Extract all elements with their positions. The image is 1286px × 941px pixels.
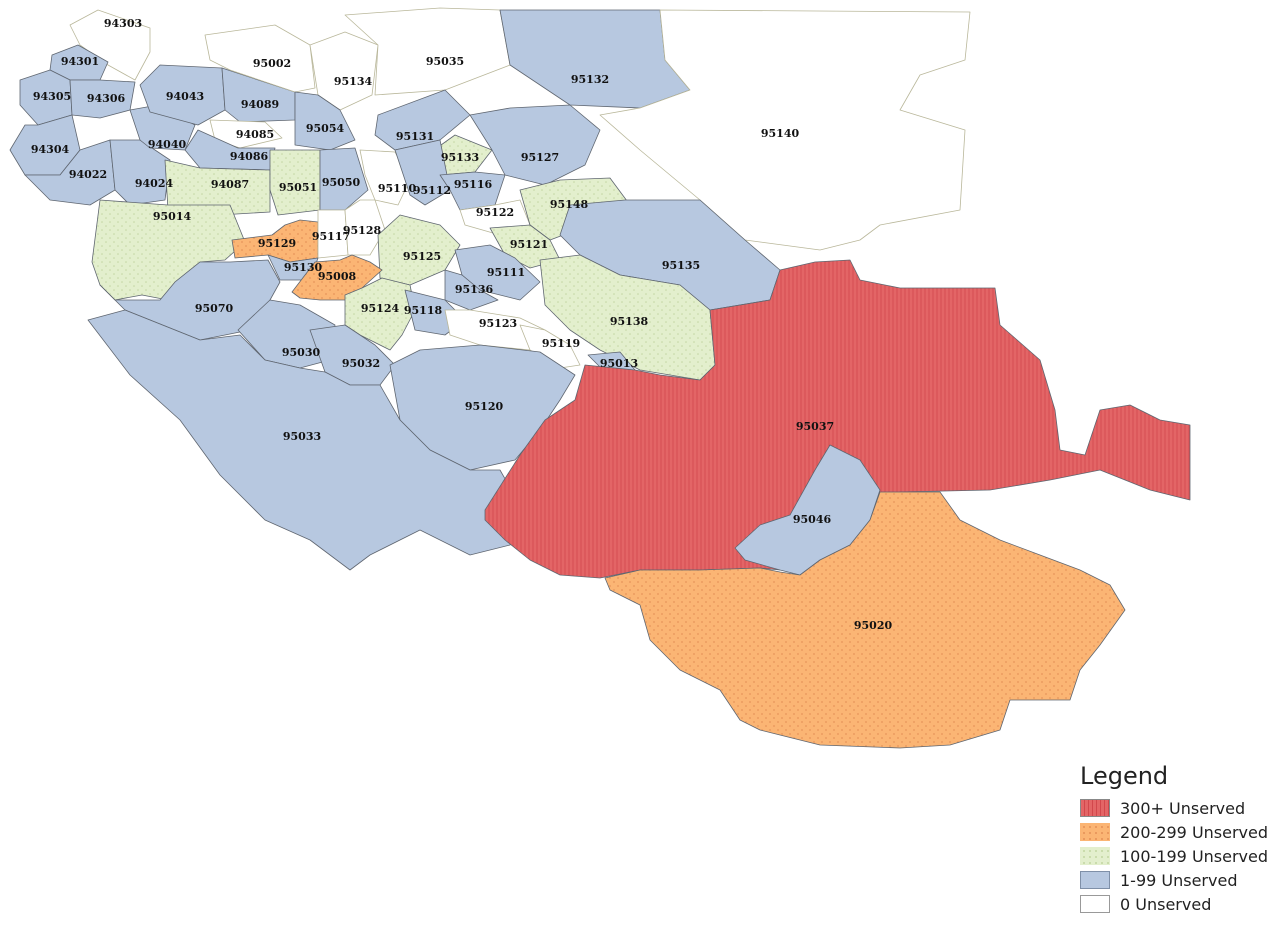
zip-region-95033 — [87, 309, 521, 571]
zip-label-95120: 95120 — [465, 400, 504, 413]
zip-label-95130: 95130 — [284, 261, 323, 274]
zip-region-95054 — [294, 91, 356, 151]
zip-label-95032: 95032 — [342, 357, 380, 370]
zip-label-95125: 95125 — [403, 250, 441, 263]
zip-label-95128: 95128 — [343, 224, 382, 237]
zip-region-95020 — [604, 491, 1126, 749]
zip-labels: 94303 94301 94305 94306 94304 94022 94024 94040… — [31, 17, 893, 632]
zip-label-95116: 95116 — [454, 178, 493, 191]
zip-label-94089: 94089 — [241, 98, 279, 111]
zip-label-95035: 95035 — [426, 55, 464, 68]
zip-label-95002: 95002 — [253, 57, 291, 70]
zip-region-95112 — [394, 139, 451, 206]
legend-label-200-299: 200-299 Unserved — [1120, 822, 1269, 842]
legend-label-100-199: 100-199 Unserved — [1120, 846, 1269, 866]
zip-label-94087: 94087 — [211, 178, 249, 191]
zip-region-95140 — [599, 9, 971, 251]
zip-label-94305: 94305 — [33, 90, 71, 103]
zip-label-94040: 94040 — [148, 138, 187, 151]
zip-label-94024: 94024 — [135, 177, 174, 190]
zip-label-94306: 94306 — [87, 92, 126, 105]
zip-region-95110 — [359, 149, 411, 206]
zip-label-95138: 95138 — [610, 315, 649, 328]
zip-label-94303: 94303 — [104, 17, 142, 30]
legend-item-1-99: 1-99 Unserved — [1080, 868, 1268, 892]
zip-label-95110: 95110 — [378, 182, 417, 195]
zip-label-94043: 94043 — [166, 90, 204, 103]
legend-swatch-300-plus — [1080, 799, 1110, 817]
zip-label-95020: 95020 — [854, 619, 893, 632]
zip-label-95030: 95030 — [282, 346, 321, 359]
zip-label-94301: 94301 — [61, 55, 99, 68]
legend-swatch-100-199 — [1080, 847, 1110, 865]
zip-label-95122: 95122 — [476, 206, 514, 219]
zip-label-95132: 95132 — [571, 73, 609, 86]
zip-region-95051 — [269, 149, 321, 216]
zip-label-95123: 95123 — [479, 317, 517, 330]
zip-label-95140: 95140 — [761, 127, 800, 140]
zip-region-95050 — [319, 147, 369, 211]
zip-label-95070: 95070 — [195, 302, 234, 315]
zip-region-95119 — [519, 324, 581, 369]
zip-label-95013: 95013 — [600, 357, 638, 370]
zip-label-95112: 95112 — [413, 184, 451, 197]
zip-label-95117: 95117 — [312, 230, 350, 243]
zip-label-94022: 94022 — [69, 168, 107, 181]
zip-label-95014: 95014 — [153, 210, 192, 223]
zip-label-95046: 95046 — [793, 513, 832, 526]
zip-label-95133: 95133 — [441, 151, 479, 164]
zip-region-95035 — [344, 7, 511, 96]
legend-swatch-1-99 — [1080, 871, 1110, 889]
zip-label-95118: 95118 — [404, 304, 443, 317]
legend-item-200-299: 200-299 Unserved — [1080, 820, 1268, 844]
zip-region-94085 — [209, 119, 283, 149]
zip-region-95127 — [469, 104, 601, 186]
zip-label-95050: 95050 — [322, 176, 361, 189]
zip-label-95121: 95121 — [510, 238, 548, 251]
zip-label-95136: 95136 — [455, 283, 494, 296]
zip-label-95037: 95037 — [796, 420, 834, 433]
legend-item-100-199: 100-199 Unserved — [1080, 844, 1268, 868]
legend-title: Legend — [1080, 762, 1169, 790]
legend-label-300-plus: 300+ Unserved — [1120, 798, 1246, 818]
zip-label-95051: 95051 — [279, 181, 317, 194]
zip-label-95134: 95134 — [334, 75, 373, 88]
zip-label-95124: 95124 — [361, 302, 400, 315]
legend: Legend 300+ Unserved 200-299 Unserved 10… — [1080, 762, 1268, 916]
zip-label-95131: 95131 — [396, 130, 434, 143]
zip-label-95111: 95111 — [487, 266, 525, 279]
legend-swatch-200-299 — [1080, 823, 1110, 841]
zip-label-95135: 95135 — [662, 259, 700, 272]
zip-label-94304: 94304 — [31, 143, 70, 156]
legend-label-1-99: 1-99 Unserved — [1120, 870, 1238, 890]
legend-label-0: 0 Unserved — [1120, 894, 1212, 914]
zip-label-95054: 95054 — [306, 122, 345, 135]
zip-label-94086: 94086 — [230, 150, 269, 163]
zip-label-95148: 95148 — [550, 198, 589, 211]
zip-label-94085: 94085 — [236, 128, 274, 141]
legend-item-0: 0 Unserved — [1080, 892, 1268, 916]
zip-label-95129: 95129 — [258, 237, 296, 250]
zip-regions — [9, 7, 1191, 749]
zip-label-95008: 95008 — [318, 270, 357, 283]
legend-item-300-plus: 300+ Unserved — [1080, 796, 1268, 820]
zip-label-95119: 95119 — [542, 337, 580, 350]
zip-label-95127: 95127 — [521, 151, 559, 164]
zip-label-95033: 95033 — [283, 430, 321, 443]
zip-region-95002 — [204, 24, 316, 93]
legend-swatch-0 — [1080, 895, 1110, 913]
